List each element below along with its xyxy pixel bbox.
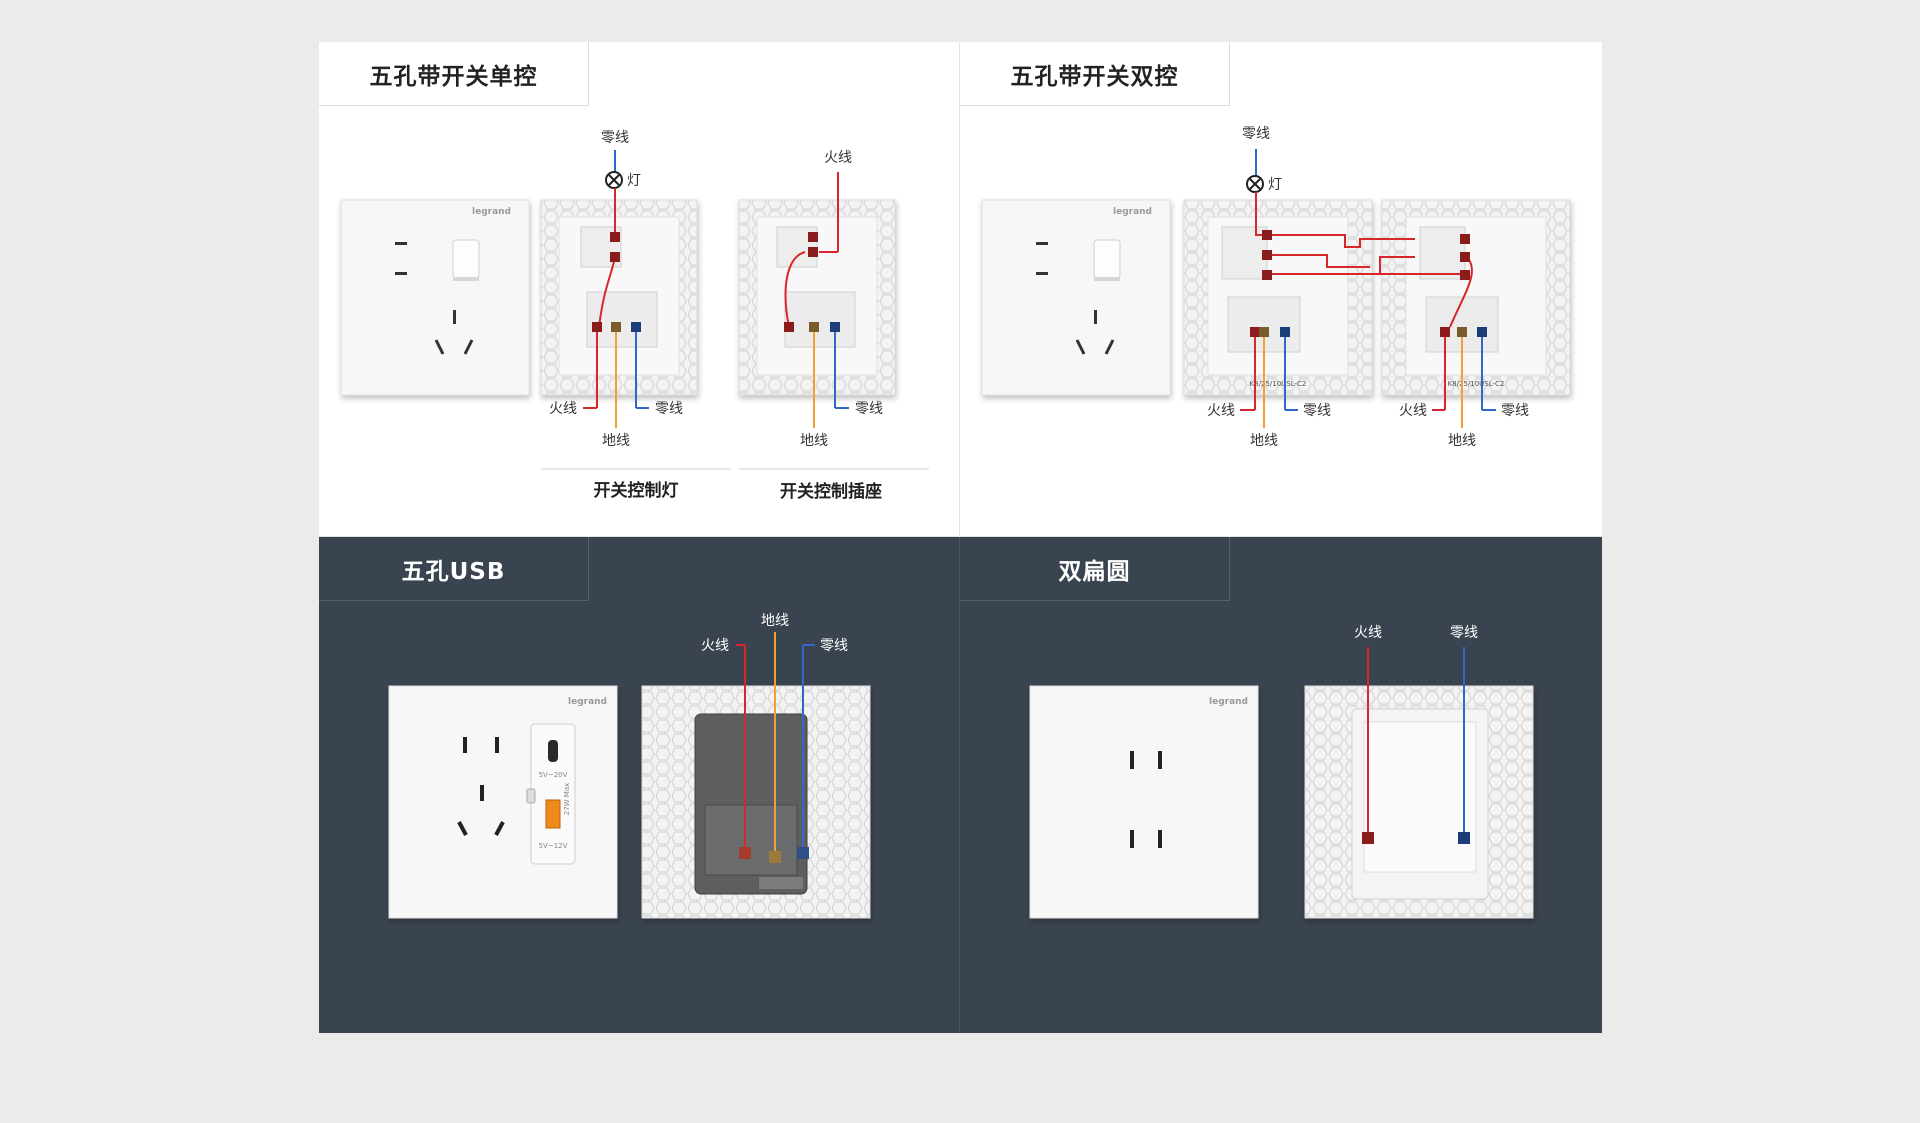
- label-ground-a: 地线: [602, 433, 630, 449]
- label-live-a: 火线: [549, 401, 577, 417]
- panel-title: 五孔USB: [319, 537, 589, 601]
- label-live-a: 火线: [1207, 403, 1235, 419]
- single-control-diagram: legrand: [340, 130, 929, 502]
- label-neutral-a: 零线: [1303, 403, 1331, 419]
- usb-a-voltage: 5V~12V: [539, 842, 568, 850]
- rocker-switch: [452, 239, 480, 279]
- usb-diagram: legrand 5V~20V 5V~12V 27W Max: [388, 613, 871, 919]
- label-live: 火线: [1354, 625, 1382, 641]
- usb-c-port: [548, 740, 558, 762]
- socket-front-plate: [340, 199, 530, 396]
- flat-round-front-plate: [1029, 685, 1259, 919]
- label-ground: 地线: [761, 613, 789, 629]
- usb-front-plate: [388, 685, 618, 919]
- wiring-grid: 五孔带开关单控 legrand: [319, 42, 1602, 1033]
- brand-logo: legrand: [1113, 207, 1152, 217]
- label-neutral: 零线: [1450, 625, 1478, 641]
- model-number-a: K8/25/10USL-C2: [1250, 380, 1307, 388]
- brand-logo: legrand: [472, 207, 511, 217]
- brand-logo: legrand: [568, 697, 607, 707]
- label-live-top: 火线: [824, 150, 852, 166]
- panel-double-control: 五孔带开关双控 legrand K8/25/10USL-C2: [960, 42, 1602, 537]
- panel-title: 五孔带开关单控: [319, 42, 589, 106]
- label-neutral-b: 零线: [1501, 403, 1529, 419]
- label-neutral-b: 零线: [855, 401, 883, 417]
- panel-single-control: 五孔带开关单控 legrand: [319, 42, 960, 537]
- label-neutral-top: 零线: [1242, 126, 1270, 142]
- label-ground-b: 地线: [1448, 433, 1476, 449]
- usb-a-port: [545, 799, 561, 829]
- model-number-b: K8/25/10USL-C2: [1448, 380, 1505, 388]
- caption-switch-controls-light: 开关控制灯: [594, 480, 679, 501]
- caption-switch-controls-socket: 开关控制插座: [780, 481, 882, 502]
- flat-round-diagram: legrand 火线 零线: [1029, 625, 1534, 919]
- socket-front-plate: [981, 199, 1171, 396]
- label-neutral-top: 零线: [601, 130, 629, 146]
- panel-flat-round: 双扁圆 legrand 火线 零线: [960, 537, 1602, 1033]
- panel-usb: 五孔USB legrand 5V~20V 5V~12V 27W Max: [319, 537, 960, 1033]
- label-ground-b: 地线: [800, 433, 828, 449]
- label-neutral: 零线: [820, 638, 848, 654]
- label-neutral-a: 零线: [655, 401, 683, 417]
- label-lamp: 灯: [1268, 177, 1282, 193]
- usb-power-rating: 27W Max: [563, 783, 571, 816]
- label-live: 火线: [701, 638, 729, 654]
- panel-title: 双扁圆: [960, 537, 1230, 601]
- label-live-b: 火线: [1399, 403, 1427, 419]
- usb-c-voltage: 5V~20V: [539, 771, 568, 779]
- brand-logo: legrand: [1209, 697, 1248, 707]
- rocker-switch: [1093, 239, 1121, 279]
- label-lamp: 灯: [627, 173, 641, 189]
- panel-title: 五孔带开关双控: [960, 42, 1230, 106]
- double-control-diagram: legrand K8/25/10USL-C2 K8/25/10USL-C2: [981, 126, 1571, 449]
- label-ground-a: 地线: [1250, 433, 1278, 449]
